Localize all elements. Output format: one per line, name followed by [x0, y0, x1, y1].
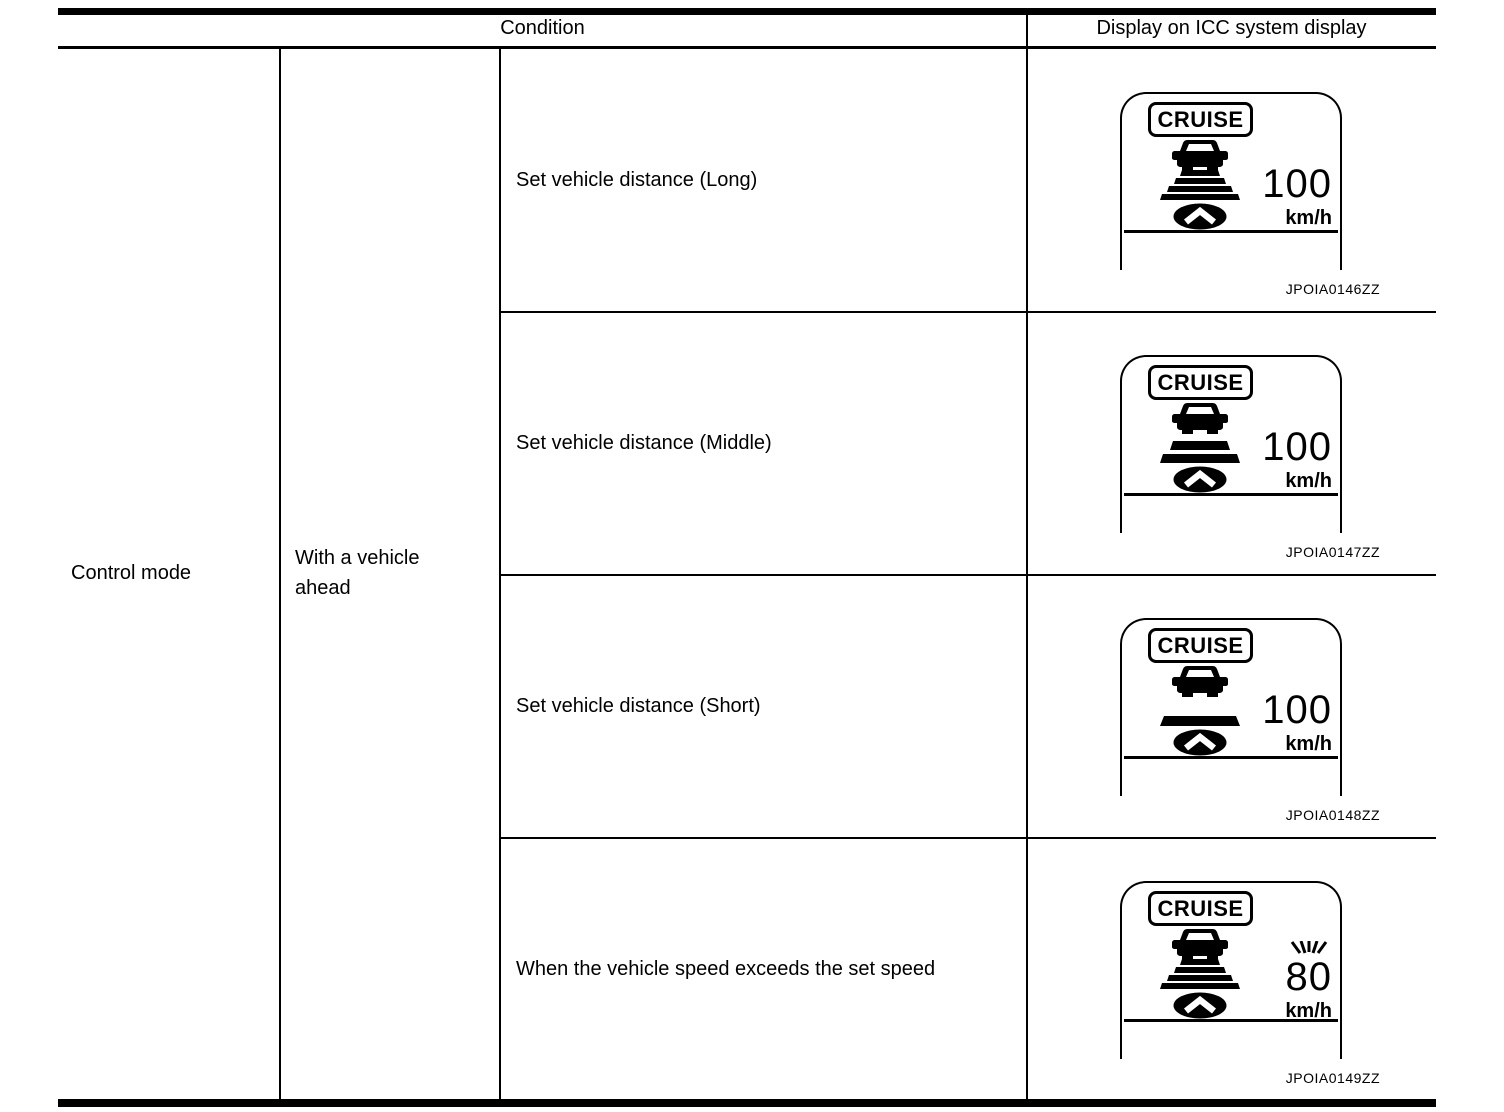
row-divider: [500, 311, 1436, 313]
display-divider-line: [1124, 493, 1338, 496]
icc-display-bezel: CRUISE 100 km/h: [1120, 92, 1342, 270]
figure-caption: JPOIA0147ZZ: [1285, 544, 1380, 560]
set-speed-readout: 100 km/h: [1262, 690, 1332, 754]
cell-with-vehicle-ahead: With a vehicle ahead: [281, 47, 499, 1099]
distance-bars-middle-icon: [1160, 441, 1240, 463]
own-vehicle-icon: [1173, 729, 1227, 756]
row-divider: [500, 837, 1436, 839]
distance-bars-short-icon: [1160, 716, 1240, 726]
distance-bars-long-icon: [1160, 959, 1240, 989]
vehicle-ahead-icon: [1172, 929, 1228, 960]
own-vehicle-icon: [1173, 992, 1227, 1019]
display-divider-line: [1124, 756, 1338, 759]
figure-caption: JPOIA0149ZZ: [1285, 1070, 1380, 1086]
icc-display-cell: CRUISE 100 km/h JPOIA0148ZZ: [1027, 575, 1436, 837]
icc-display-cell: CRUISE 100 km/h JPOIA0147ZZ: [1027, 312, 1436, 574]
table-bottom-border: [58, 1099, 1436, 1107]
speed-unit: km/h: [1285, 207, 1332, 229]
distance-bars-long-icon: [1160, 170, 1240, 200]
speed-value: 80: [1285, 955, 1332, 999]
condition-short: Set vehicle distance (Short): [516, 695, 761, 717]
vehicle-ahead-icon: [1172, 140, 1228, 171]
header-bottom-border: [58, 46, 1436, 49]
column-divider-display: [1026, 8, 1028, 1099]
own-vehicle-icon: [1173, 203, 1227, 230]
condition-overspeed: When the vehicle speed exceeds the set s…: [516, 957, 936, 980]
condition-middle: Set vehicle distance (Middle): [516, 432, 772, 454]
icc-display-bezel: CRUISE 100 km/h: [1120, 355, 1342, 533]
speed-value: 100: [1262, 425, 1332, 469]
speed-value: 100: [1262, 162, 1332, 206]
display-divider-line: [1124, 1019, 1338, 1022]
row-divider: [500, 574, 1436, 576]
vehicle-ahead-icon: [1172, 666, 1228, 697]
figure-caption: JPOIA0146ZZ: [1285, 281, 1380, 297]
cell-control-mode: Control mode: [71, 561, 192, 584]
header-condition: Condition: [500, 16, 585, 39]
set-speed-readout: 100 km/h: [1262, 164, 1332, 228]
figure-caption: JPOIA0148ZZ: [1285, 807, 1380, 823]
flash-marks-icon: [1290, 941, 1327, 954]
own-vehicle-icon: [1173, 466, 1227, 493]
vehicle-ahead-icon: [1172, 403, 1228, 434]
column-divider-condition: [499, 47, 501, 1099]
condition-long: Set vehicle distance (Long): [516, 168, 758, 191]
icc-display-cell: CRUISE: [1027, 838, 1436, 1099]
cruise-indicator: CRUISE: [1148, 102, 1253, 137]
header-display: Display on ICC system display: [1096, 16, 1367, 39]
set-speed-readout: 100 km/h: [1262, 427, 1332, 491]
display-divider-line: [1124, 230, 1338, 233]
set-speed-readout: 80 km/h: [1285, 941, 1332, 1021]
with-vehicle-ahead-label: With a vehicle ahead: [295, 547, 420, 599]
speed-unit: km/h: [1285, 470, 1332, 492]
icc-display-bezel: CRUISE 100 km/h: [1120, 618, 1342, 796]
cruise-indicator: CRUISE: [1148, 891, 1253, 926]
icc-display-cell: CRUISE 100 km/h JPOIA0: [1027, 49, 1436, 311]
icc-display-bezel: CRUISE: [1120, 881, 1342, 1059]
column-divider-mode: [279, 47, 281, 1099]
speed-unit: km/h: [1285, 733, 1332, 755]
table-top-border: [58, 8, 1436, 15]
cruise-indicator: CRUISE: [1148, 628, 1253, 663]
speed-value: 100: [1262, 688, 1332, 732]
speed-unit: km/h: [1285, 1000, 1332, 1022]
cruise-indicator: CRUISE: [1148, 365, 1253, 400]
